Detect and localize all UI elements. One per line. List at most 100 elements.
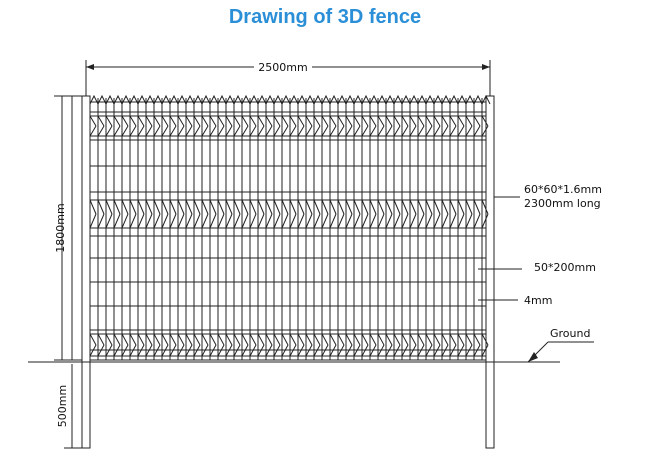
fold-stroke bbox=[137, 344, 145, 357]
fold-stroke bbox=[409, 199, 417, 215]
fold-stroke bbox=[433, 344, 441, 357]
fold-stroke bbox=[249, 213, 257, 229]
fold-stroke bbox=[201, 213, 209, 229]
fold-stroke bbox=[241, 125, 249, 137]
fold-stroke bbox=[297, 115, 305, 127]
fold-stroke bbox=[241, 333, 249, 346]
fold-stroke bbox=[281, 125, 289, 137]
fold-stroke bbox=[481, 344, 489, 357]
fold-stroke bbox=[225, 115, 233, 127]
fold-stroke bbox=[169, 213, 177, 229]
fold-stroke bbox=[137, 115, 145, 127]
fold-stroke bbox=[321, 115, 329, 127]
fold-stroke bbox=[481, 125, 489, 137]
fold-stroke bbox=[281, 199, 289, 215]
fold-stroke bbox=[217, 333, 225, 346]
fold-stroke bbox=[369, 199, 377, 215]
fold-stroke bbox=[425, 125, 433, 137]
fold-stroke bbox=[385, 115, 393, 127]
fold-stroke bbox=[209, 344, 217, 357]
fold-stroke bbox=[457, 344, 465, 357]
fold-stroke bbox=[345, 344, 353, 357]
fold-stroke bbox=[329, 333, 337, 346]
fold-stroke bbox=[169, 344, 177, 357]
post-spec-label-1: 60*60*1.6mm bbox=[524, 183, 602, 196]
fold-stroke bbox=[473, 344, 481, 357]
fold-stroke bbox=[321, 213, 329, 229]
mesh-spec-label: 50*200mm bbox=[534, 261, 596, 274]
fold-stroke bbox=[153, 125, 161, 137]
fold-stroke bbox=[121, 344, 129, 357]
fold-stroke bbox=[257, 199, 265, 215]
fold-stroke bbox=[305, 199, 313, 215]
fold-stroke bbox=[321, 344, 329, 357]
fold-stroke bbox=[409, 344, 417, 357]
fold-stroke bbox=[145, 344, 153, 357]
fold-stroke bbox=[249, 333, 257, 346]
fold-stroke bbox=[217, 344, 225, 357]
ground-arrowhead bbox=[528, 352, 538, 362]
fold-stroke bbox=[97, 125, 105, 137]
fold-stroke bbox=[361, 344, 369, 357]
fold-stroke bbox=[97, 333, 105, 346]
fold-stroke bbox=[265, 213, 273, 229]
fold-stroke bbox=[273, 115, 281, 127]
fold-stroke bbox=[345, 333, 353, 346]
fold-stroke bbox=[321, 125, 329, 137]
fold-stroke bbox=[121, 199, 129, 215]
fold-stroke bbox=[321, 199, 329, 215]
fold-stroke bbox=[481, 333, 489, 346]
fold-stroke bbox=[313, 115, 321, 127]
fold-stroke bbox=[145, 125, 153, 137]
fold-stroke bbox=[449, 125, 457, 137]
fold-stroke bbox=[113, 115, 121, 127]
height-label: 1800mm bbox=[54, 203, 67, 252]
fold-stroke bbox=[329, 199, 337, 215]
fold-stroke bbox=[345, 125, 353, 137]
fold-stroke bbox=[441, 333, 449, 346]
fold-stroke bbox=[401, 199, 409, 215]
fold-stroke bbox=[289, 125, 297, 137]
fold-stroke bbox=[113, 199, 121, 215]
fold-stroke bbox=[265, 115, 273, 127]
fold-stroke bbox=[417, 199, 425, 215]
fold-stroke bbox=[433, 125, 441, 137]
fold-stroke bbox=[345, 115, 353, 127]
fold-stroke bbox=[241, 213, 249, 229]
fold-stroke bbox=[193, 115, 201, 127]
fold-stroke bbox=[409, 115, 417, 127]
fold-stroke bbox=[465, 125, 473, 137]
fold-stroke bbox=[233, 115, 241, 127]
fold-stroke bbox=[265, 199, 273, 215]
fold-stroke bbox=[353, 333, 361, 346]
width-arrow-right bbox=[482, 64, 490, 70]
fold-stroke bbox=[369, 125, 377, 137]
fold-stroke bbox=[449, 115, 457, 127]
fold-stroke bbox=[121, 125, 129, 137]
width-label: 2500mm bbox=[258, 61, 307, 74]
fold-stroke bbox=[241, 199, 249, 215]
fold-stroke bbox=[297, 199, 305, 215]
fold-stroke bbox=[129, 125, 137, 137]
fold-stroke bbox=[289, 213, 297, 229]
fold-stroke bbox=[425, 333, 433, 346]
fold-stroke bbox=[105, 199, 113, 215]
fold-stroke bbox=[297, 333, 305, 346]
fold-stroke bbox=[153, 213, 161, 229]
fold-stroke bbox=[113, 125, 121, 137]
fold-stroke bbox=[97, 199, 105, 215]
fold-stroke bbox=[209, 333, 217, 346]
fold-stroke bbox=[137, 213, 145, 229]
fold-stroke bbox=[473, 333, 481, 346]
fold-stroke bbox=[193, 344, 201, 357]
fold-stroke bbox=[337, 213, 345, 229]
width-arrow-left bbox=[86, 64, 94, 70]
fold-stroke bbox=[217, 199, 225, 215]
fold-stroke bbox=[185, 213, 193, 229]
fold-stroke bbox=[457, 213, 465, 229]
fold-stroke bbox=[457, 125, 465, 137]
fold-stroke bbox=[337, 344, 345, 357]
fold-stroke bbox=[465, 213, 473, 229]
fold-stroke bbox=[121, 115, 129, 127]
